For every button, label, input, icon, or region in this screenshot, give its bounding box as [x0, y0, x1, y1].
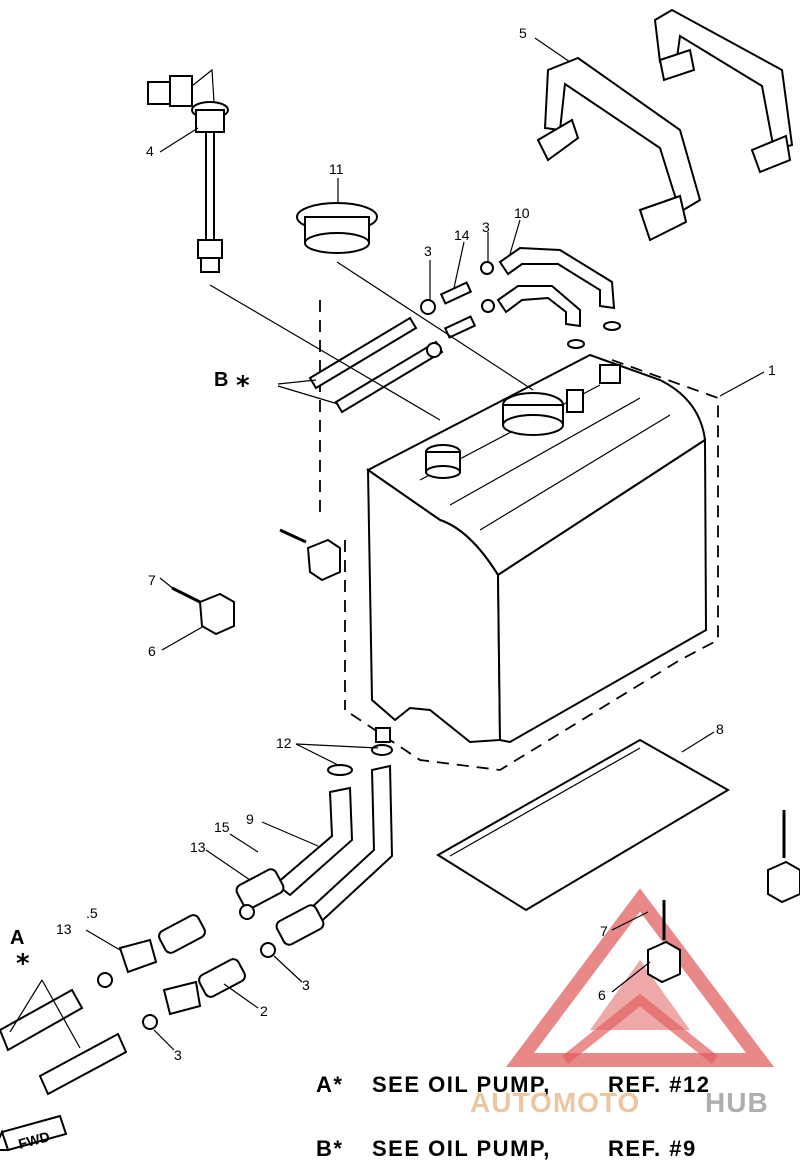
forward-label: FWD: [16, 1128, 51, 1152]
ref-b-label: B: [214, 369, 229, 391]
callout-3-filter-bottom: 3: [174, 1047, 182, 1063]
callout-12: 12: [276, 735, 292, 751]
watermark-logo: [506, 888, 774, 1067]
callout-6-right: 6: [598, 987, 606, 1003]
brackets-bolts: [171, 528, 800, 984]
callout-6-left: 6: [148, 643, 156, 659]
callout-3-filter-right: 3: [302, 977, 310, 993]
callout-3-upper-left: 3: [424, 243, 432, 259]
watermark-text-a: AUTOMOTO: [470, 1087, 640, 1118]
filters-check-valves: [97, 868, 325, 1030]
watermark-text: AUTOMOTO HUB: [470, 1087, 769, 1118]
oil-tank: [319, 300, 719, 771]
callout-labels: 1 2 3 3 3 3 4 5 .5 6 6 7 7 8 9 10 11 12 …: [10, 25, 776, 1063]
upper-fittings-clamps: [420, 261, 621, 358]
callout-9: 9: [246, 811, 254, 827]
filler-cap: [296, 202, 378, 254]
callout-15: 15: [214, 819, 230, 835]
callout-14: 14: [454, 227, 470, 243]
watermark-text-b: HUB: [705, 1087, 769, 1118]
callout-7-left: 7: [148, 572, 156, 588]
callout-13-upper: 13: [190, 839, 206, 855]
callout-1: 1: [768, 362, 776, 378]
vent-hoses: [496, 246, 616, 328]
ref-a-label: A: [10, 927, 25, 949]
note-b-text: SEE OIL PUMP,: [372, 1136, 551, 1161]
lower-hoses: [274, 727, 394, 932]
reference-notes: A* SEE OIL PUMP, REF. #12 B* SEE OIL PUM…: [316, 1072, 711, 1161]
oil-level-sensor: [147, 68, 229, 273]
hoses-a: [0, 988, 128, 1096]
forward-arrow: FWD: [0, 1114, 68, 1152]
callout-7-right: 7: [600, 923, 608, 939]
note-a-prefix: A*: [316, 1072, 343, 1097]
callout-13-lower: 13: [56, 921, 72, 937]
callout-10: 10: [514, 205, 530, 221]
ref-b-star: *: [236, 371, 250, 401]
callout-5-lower: .5: [86, 905, 98, 921]
retaining-straps: [536, 8, 794, 242]
tank-pad: [436, 738, 730, 912]
ref-a-star: *: [16, 949, 30, 979]
callout-11: 11: [329, 161, 344, 177]
note-b-ref: REF. #9: [608, 1136, 697, 1161]
note-b-prefix: B*: [316, 1136, 343, 1161]
callout-2: 2: [260, 1003, 268, 1019]
callout-3-upper-right: 3: [482, 219, 490, 235]
leader-lines: [9, 37, 765, 1051]
callout-4: 4: [146, 143, 154, 159]
callout-8: 8: [716, 721, 724, 737]
hoses-b: [308, 316, 444, 414]
note-a-text: SEE OIL PUMP,: [372, 1072, 551, 1097]
callout-5: 5: [519, 25, 527, 41]
note-a-ref: REF. #12: [608, 1072, 711, 1097]
